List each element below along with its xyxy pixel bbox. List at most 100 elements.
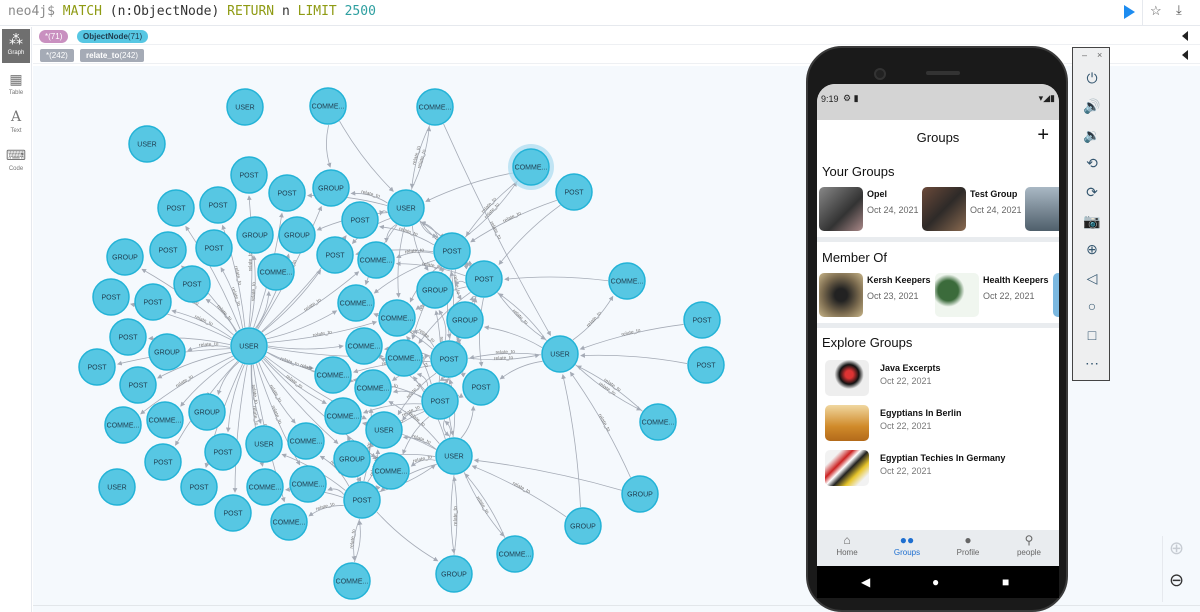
relationship-edge[interactable] [171, 309, 232, 339]
relationship-edge[interactable] [455, 280, 466, 287]
graph-node-post[interactable]: POST [204, 433, 242, 471]
relationship-edge[interactable] [410, 459, 436, 467]
play-icon[interactable] [1124, 5, 1135, 19]
group-card-kersh-keepers[interactable]: Kersh Keepers Oct 23, 2021 [819, 273, 931, 317]
relationship-edge[interactable] [267, 344, 344, 350]
graph-node-post[interactable]: POST [173, 265, 211, 303]
graph-node-group[interactable]: GROUP [564, 507, 602, 545]
group-card-test-group[interactable]: Test Group Oct 24, 2021 [922, 187, 1027, 231]
graph-node-comme[interactable]: COMME... [314, 356, 352, 394]
relationship-edge[interactable] [425, 172, 514, 202]
graph-node-group[interactable]: GROUP [188, 393, 226, 431]
graph-node-post[interactable]: POST [134, 283, 172, 321]
collapse-caret-icon[interactable] [1182, 50, 1188, 60]
relationship-edge[interactable] [379, 464, 436, 493]
relationship-edge[interactable] [216, 361, 240, 396]
graph-node-post[interactable]: POST [343, 481, 381, 519]
relationship-edge[interactable] [395, 261, 466, 277]
relationship-edge[interactable] [339, 120, 394, 192]
graph-node-post[interactable]: POST [462, 368, 500, 406]
relationship-edge[interactable] [463, 263, 469, 270]
nav-code[interactable]: ⌨ Code [2, 145, 30, 179]
rotate-left-icon[interactable]: ⟲ [1086, 155, 1098, 171]
graph-node-post[interactable]: POST [92, 278, 130, 316]
graph-node-group[interactable]: GROUP [278, 216, 316, 254]
relationship-edge[interactable] [473, 458, 622, 491]
relationship-edge[interactable] [402, 409, 424, 421]
relationship-edge[interactable] [464, 473, 506, 539]
relationship-edge[interactable] [220, 267, 244, 329]
graph-node-group[interactable]: GROUP [435, 555, 473, 593]
graph-node-comme[interactable]: COMME... [333, 562, 371, 600]
graph-node-comme[interactable]: COMME... [146, 401, 184, 439]
relationship-edge[interactable] [388, 401, 440, 445]
collapse-caret-icon[interactable] [1182, 31, 1188, 41]
home-button-icon[interactable]: ● [932, 575, 940, 589]
bottom-nav-profile[interactable]: ● Profile [938, 533, 998, 557]
legend-objectnode-pill[interactable]: ObjectNode(71) [77, 30, 149, 43]
relationship-edge[interactable] [443, 419, 450, 437]
zoom-icon[interactable]: ⊕ [1086, 241, 1098, 257]
graph-node-post[interactable]: POST [268, 174, 306, 212]
relationship-edge[interactable] [402, 435, 437, 450]
recents-icon[interactable]: ■ [1002, 575, 1010, 589]
graph-node-user[interactable]: USER [365, 411, 403, 449]
relationship-edge[interactable] [471, 465, 567, 518]
graph-node-comme[interactable]: COMME... [337, 284, 375, 322]
graph-node-comme[interactable]: COMME... [416, 88, 454, 126]
relationship-edge[interactable] [467, 260, 473, 267]
graph-node-post[interactable]: POST [119, 366, 157, 404]
relationship-edge[interactable] [483, 325, 543, 348]
relationship-edge[interactable] [246, 195, 253, 328]
relationship-edge[interactable] [572, 295, 614, 341]
relationship-edge[interactable] [395, 226, 405, 298]
graph-node-user[interactable]: USER [98, 468, 136, 506]
rotate-right-icon[interactable]: ⟳ [1086, 184, 1098, 200]
star-icon[interactable]: ☆ [1150, 3, 1162, 18]
relationship-edge[interactable] [232, 364, 248, 493]
relationship-edge[interactable] [308, 505, 344, 517]
relationship-edge[interactable] [443, 123, 551, 336]
relationship-edge[interactable] [267, 320, 378, 343]
graph-node-user[interactable]: USER [128, 125, 166, 163]
phone-screen[interactable]: 9:19 ⚙ ▮ ▾◢▮ Groups + Your Groups Opel O… [817, 84, 1059, 598]
nav-text[interactable]: A Text [2, 107, 30, 141]
graph-node-user[interactable]: USER [387, 189, 425, 227]
back-icon[interactable]: ◁ [1086, 270, 1098, 286]
relationship-edge[interactable] [438, 309, 447, 341]
graph-node-user[interactable]: USER [245, 425, 283, 463]
power-icon[interactable]: ⏻ [1086, 70, 1098, 86]
download-icon[interactable]: ⤓ [1176, 2, 1182, 17]
camera-icon[interactable]: 📷 [1083, 213, 1101, 229]
graph-node-post[interactable]: POST [78, 348, 116, 386]
relationship-edge[interactable] [249, 255, 257, 328]
relationship-edge[interactable] [463, 471, 505, 537]
graph-node-post[interactable]: POST [157, 189, 195, 227]
graph-node-comme[interactable]: COMME... [289, 465, 327, 503]
graph-node-post[interactable]: POST [687, 346, 725, 384]
bottom-nav-groups[interactable]: ●● Groups [877, 533, 937, 557]
relationship-edge[interactable] [469, 352, 542, 360]
relationship-edge[interactable] [439, 376, 446, 381]
relationship-edge[interactable] [498, 204, 561, 266]
graph-node-post[interactable]: POST [195, 229, 233, 267]
graph-node-group[interactable]: GROUP [446, 301, 484, 339]
graph-node-comme[interactable]: COMME... [508, 144, 554, 190]
graph-node-post[interactable]: POST [149, 231, 187, 269]
relationship-edge[interactable] [251, 364, 262, 424]
group-card-health-keepers[interactable]: Health Keepers Oct 22, 2021 [935, 273, 1055, 317]
relationship-edge[interactable] [140, 355, 234, 415]
relationship-edge[interactable] [465, 180, 519, 237]
explore-card-egyptian-techies-in-germany[interactable]: Egyptian Techies In Germany Oct 22, 2021 [825, 450, 1055, 488]
relationship-edge[interactable] [363, 408, 374, 482]
relationship-edge[interactable] [326, 124, 332, 168]
relationship-edge[interactable] [379, 224, 435, 246]
legend-relate-to-pill[interactable]: relate_to(242) [80, 49, 145, 62]
graph-node-post[interactable]: POST [180, 468, 218, 506]
relationship-edge[interactable] [264, 271, 360, 336]
graph-node-comme[interactable]: COMME... [639, 403, 677, 441]
graph-node-user[interactable]: USER [541, 335, 579, 373]
graph-node-post[interactable]: POST [341, 201, 379, 239]
relationship-edge[interactable] [350, 190, 388, 204]
add-group-button[interactable]: + [1037, 124, 1049, 146]
